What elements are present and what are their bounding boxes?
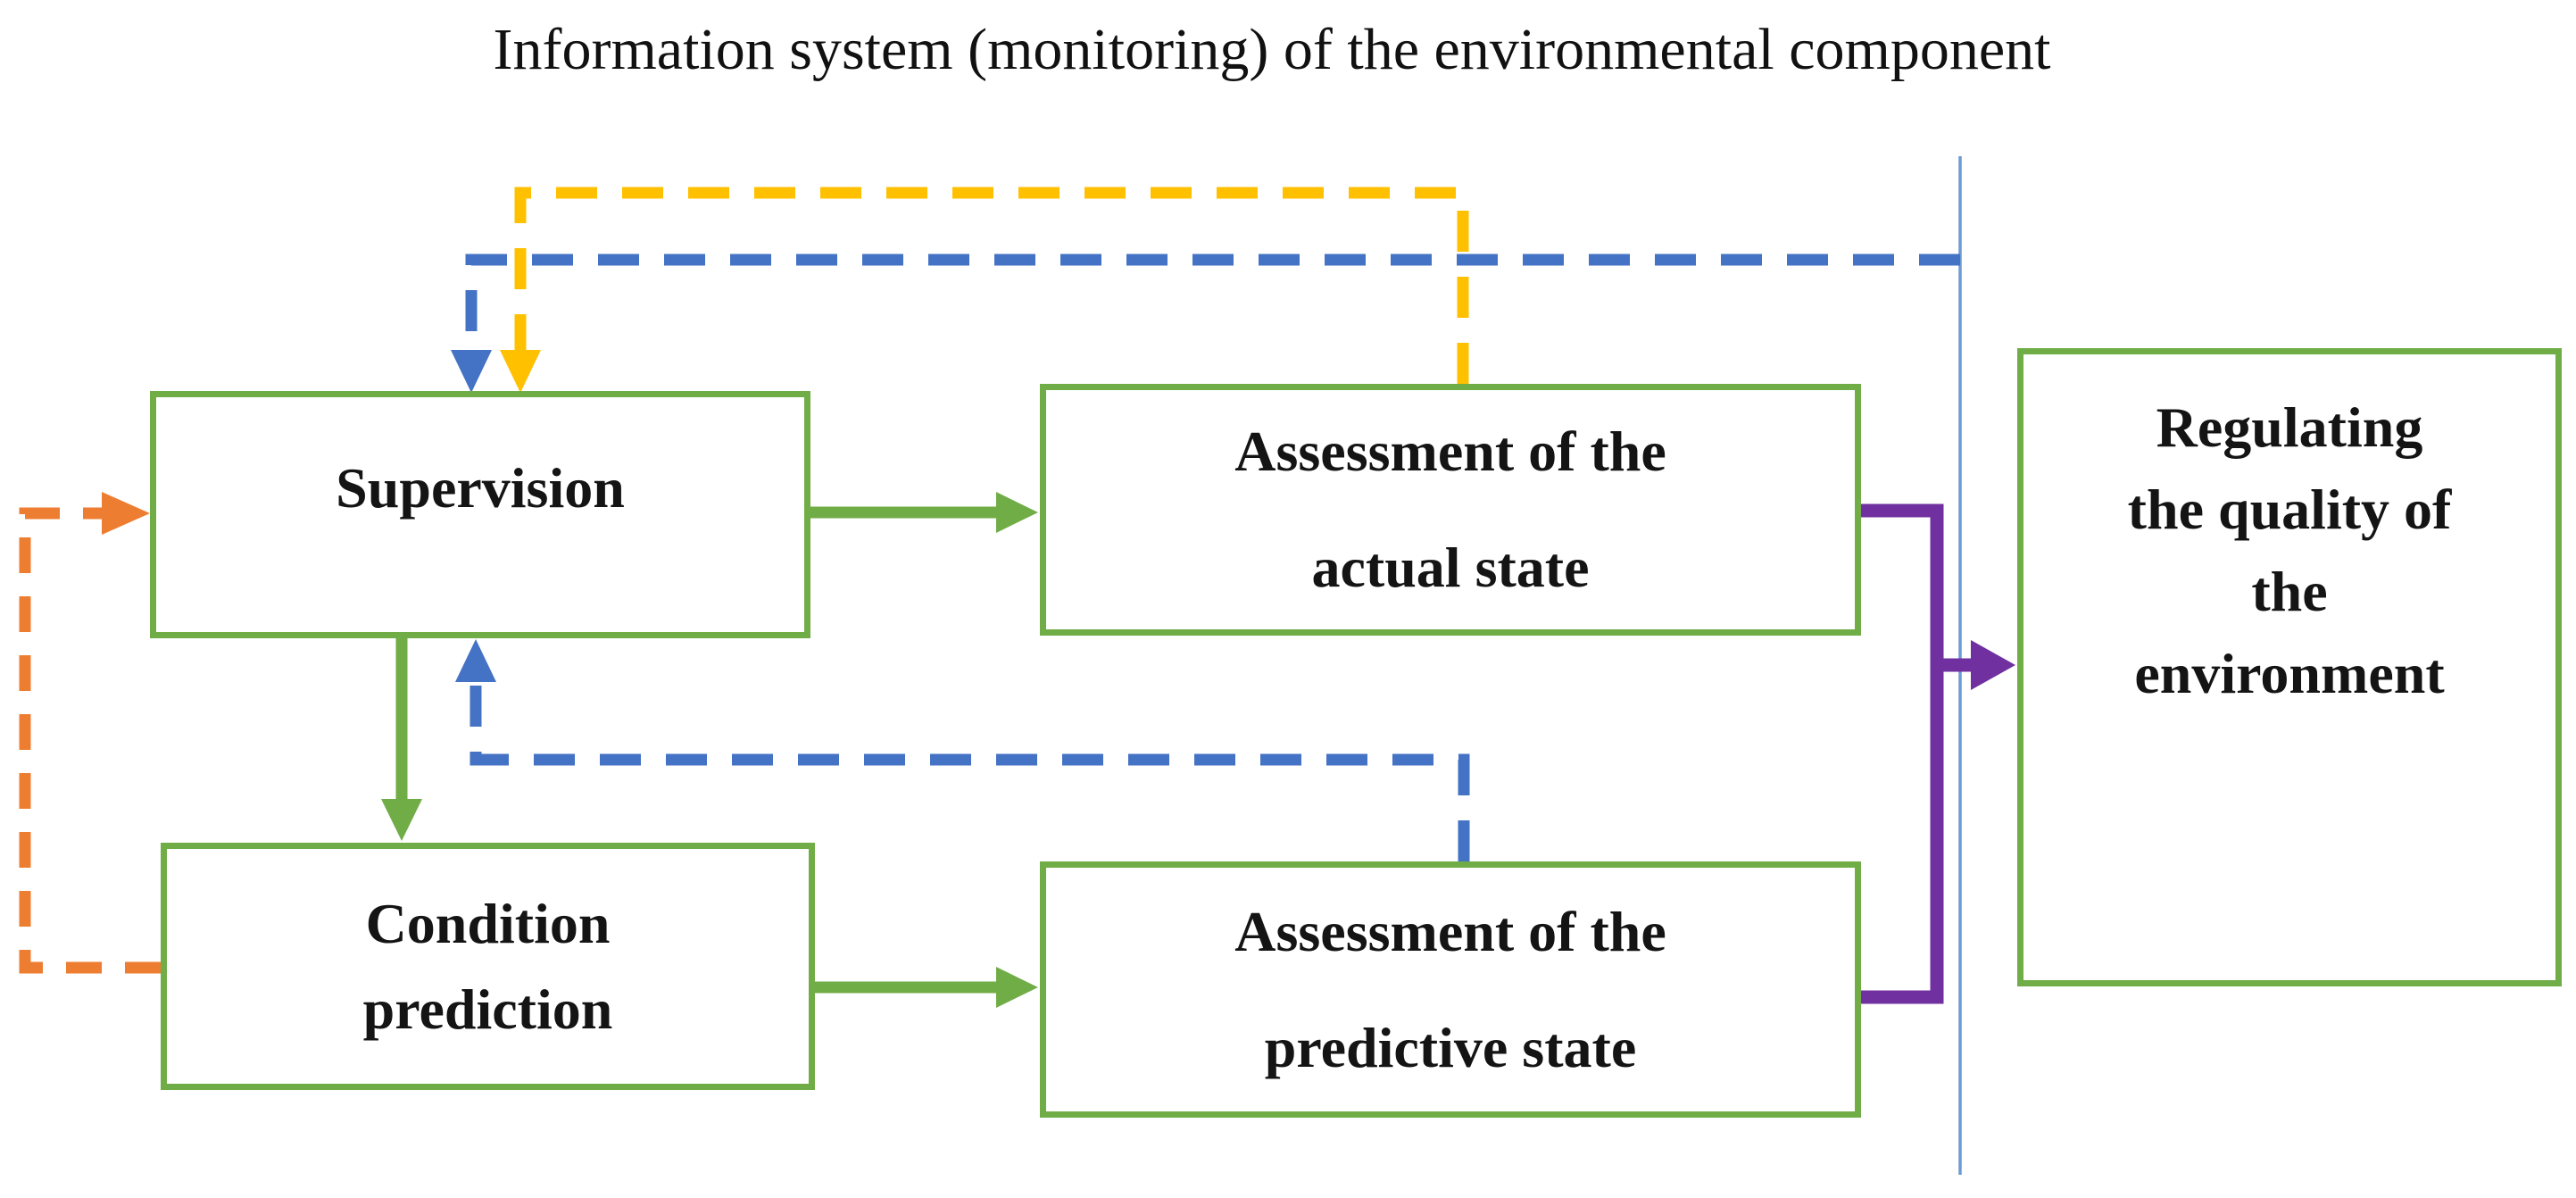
- orange-feedback-line: [19, 507, 161, 974]
- assessment-actual-line2: actual state: [1311, 536, 1590, 599]
- green-arrowhead-down-icon: [381, 799, 422, 841]
- purple-merge-bracket: [1861, 503, 1944, 1004]
- regulating-line3: the: [2251, 560, 2328, 623]
- regulating-line1: Regulating: [2156, 395, 2423, 459]
- green-arrowhead-right2-icon: [996, 967, 1038, 1008]
- regulating-line4: environment: [2134, 642, 2445, 705]
- blue-arrowhead-up-icon: [455, 639, 496, 682]
- condition-label-line1: Condition: [365, 891, 611, 955]
- supervision-box: Supervision: [150, 391, 810, 638]
- blue-top-feedback-line: [465, 254, 1960, 350]
- supervision-label: Supervision: [336, 455, 625, 520]
- yellow-feedback-line: [514, 187, 1469, 384]
- regulating-line2: the quality of: [2127, 478, 2452, 541]
- assessment-predictive-line1: Assessment of the: [1234, 899, 1666, 963]
- assessment-predictive-state-box: Assessment of the predictive state: [1040, 861, 1861, 1118]
- diagram-title: Information system (monitoring) of the e…: [493, 17, 2051, 82]
- assessment-actual-state-box: Assessment of the actual state: [1040, 384, 1861, 636]
- condition-prediction-box: Condition prediction: [161, 843, 815, 1090]
- condition-label-line2: prediction: [362, 977, 613, 1041]
- blue-arrowhead-down-icon: [451, 350, 492, 393]
- orange-arrowhead-right-icon: [102, 492, 150, 535]
- yellow-arrowhead-down-icon: [500, 350, 541, 393]
- green-arrowhead-right-icon: [996, 492, 1038, 533]
- assessment-predictive-line2: predictive state: [1264, 1015, 1637, 1079]
- purple-arrowhead-right-icon: [1971, 640, 2015, 690]
- regulating-quality-box: Regulating the quality of the environmen…: [2017, 348, 2562, 986]
- assessment-actual-line1: Assessment of the: [1234, 420, 1666, 483]
- blue-middle-feedback-line: [469, 682, 1470, 861]
